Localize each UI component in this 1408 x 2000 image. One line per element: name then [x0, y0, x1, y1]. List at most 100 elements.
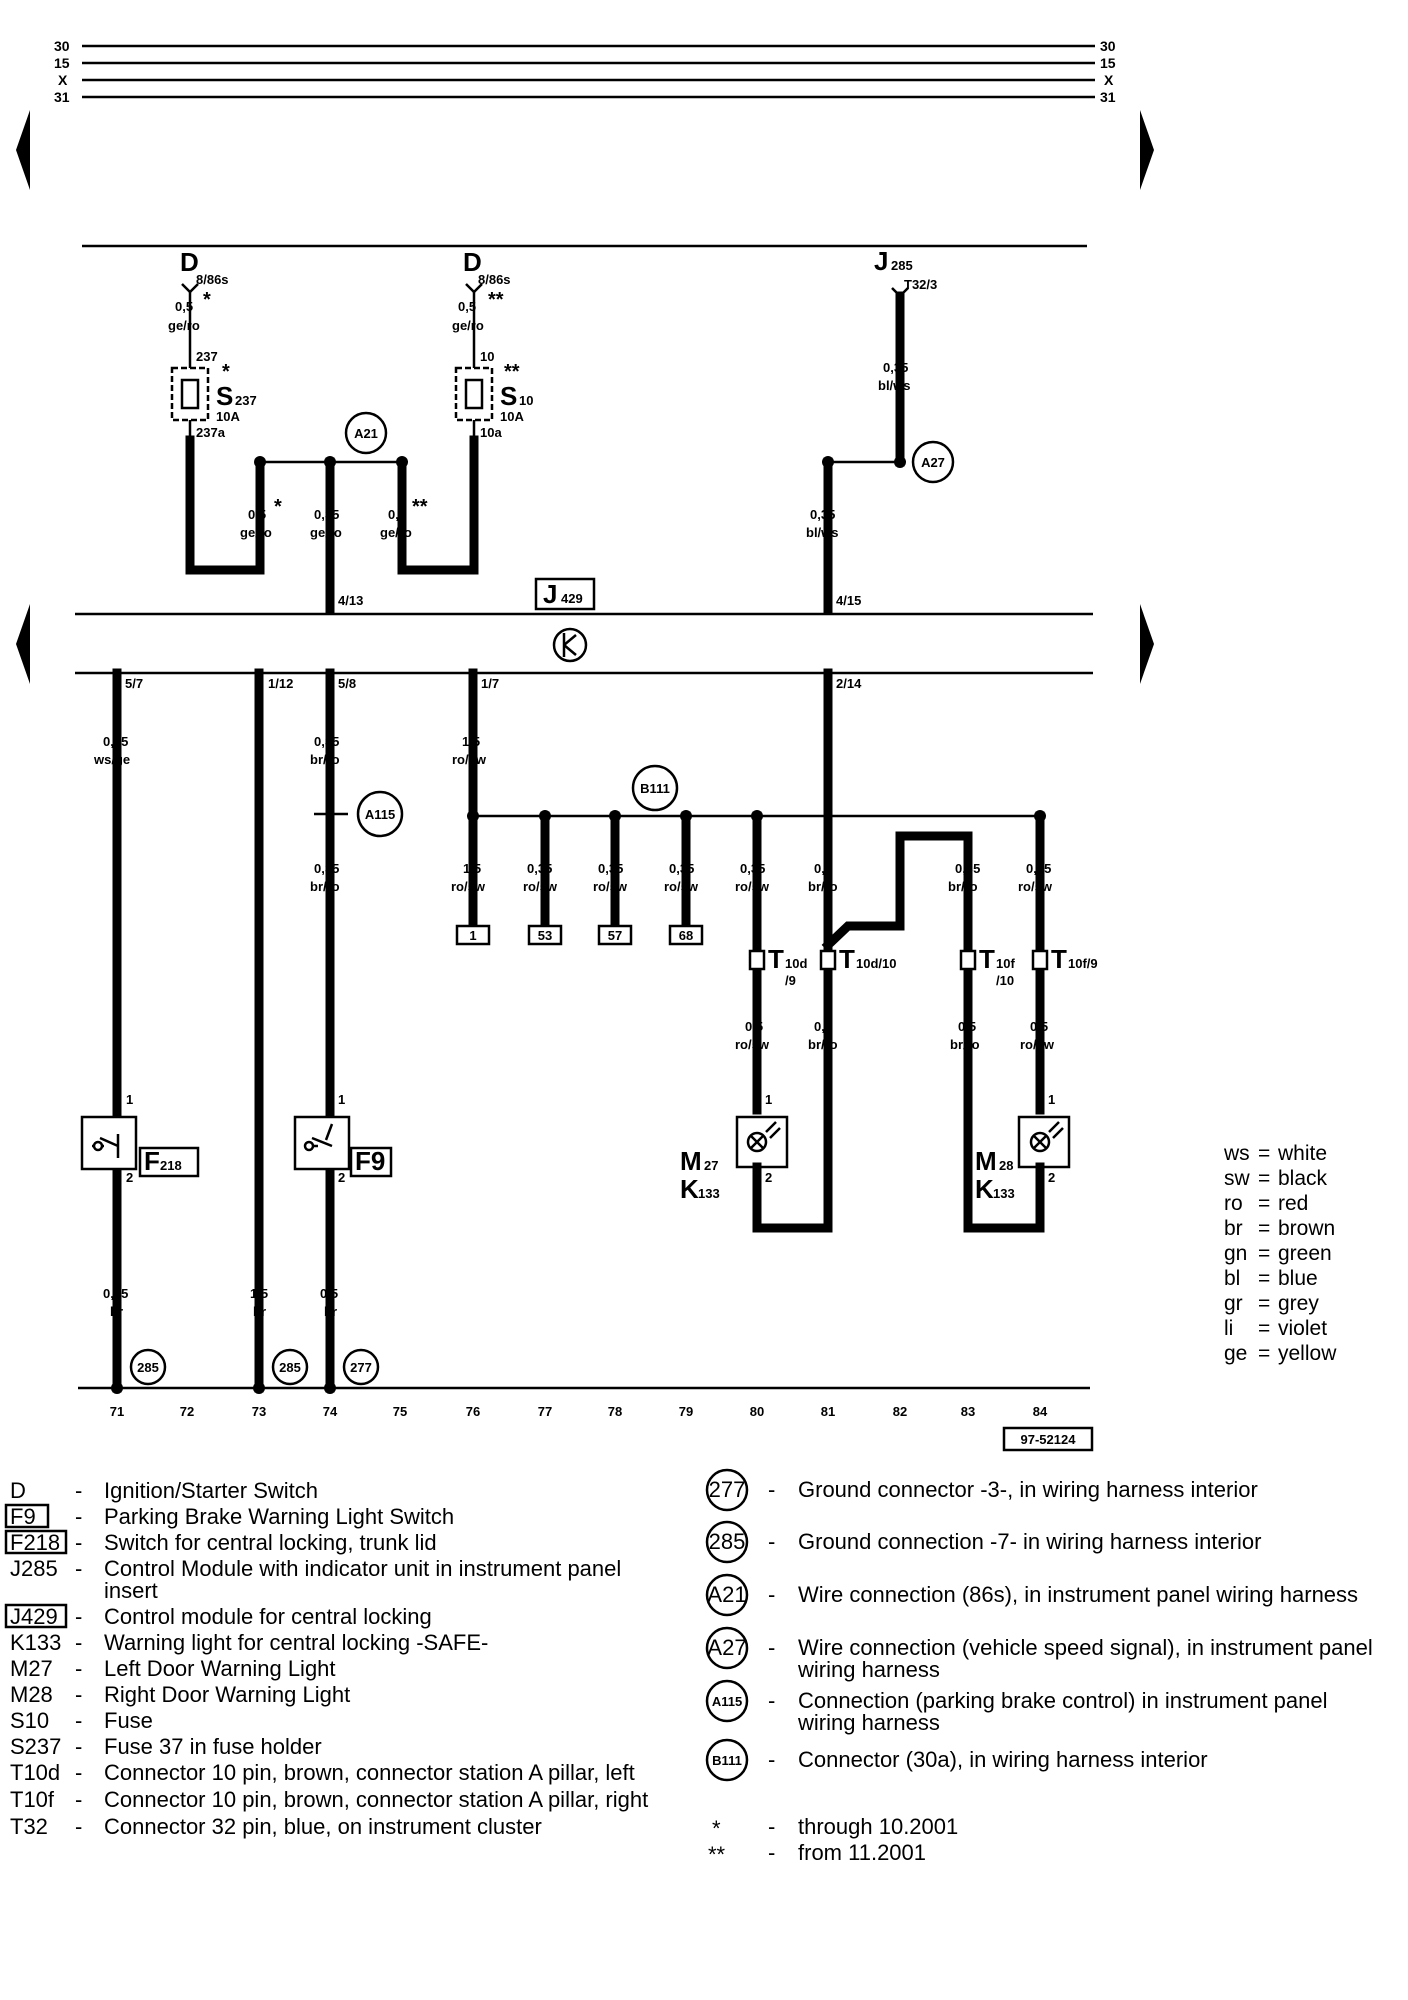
svg-text:S10: S10: [10, 1708, 49, 1733]
junction-dot: [324, 1382, 336, 1394]
ground-285-icon: [705, 1520, 749, 1564]
svg-text:0,5: 0,5: [248, 507, 266, 522]
svg-text:=: =: [1258, 1317, 1270, 1340]
svg-text:53: 53: [538, 928, 552, 943]
svg-text:ro/sw: ro/sw: [593, 879, 628, 894]
svg-text:wiring harness: wiring harness: [797, 1657, 940, 1682]
svg-text:/9: /9: [785, 973, 796, 988]
svg-text:S237: S237: [10, 1734, 61, 1759]
connector-a21-icon: [705, 1573, 749, 1617]
ref-box-68[interactable]: 68: [668, 924, 704, 946]
track-number: 77: [538, 1404, 552, 1419]
ground-277-icon: [705, 1468, 749, 1512]
svg-text:br: br: [324, 1304, 337, 1319]
fuse-s10: 10 ** S 10 10A 10a: [454, 349, 533, 440]
track-number: 78: [608, 1404, 622, 1419]
svg-text:T10d: T10d: [10, 1760, 60, 1785]
svg-text:-: -: [768, 1747, 775, 1772]
svg-text:10d: 10d: [785, 956, 807, 971]
track-number: 76: [466, 1404, 480, 1419]
svg-text:*: *: [203, 289, 211, 311]
wire-m28-return: [963, 1105, 1045, 1233]
svg-text:F218: F218: [10, 1530, 60, 1555]
terminal-label-left: X: [58, 72, 68, 88]
svg-text:*: *: [712, 1816, 721, 1841]
junction-dot: [111, 1382, 123, 1394]
svg-text:4/15: 4/15: [836, 593, 861, 608]
svg-text:0,5: 0,5: [458, 299, 476, 314]
svg-text:br: br: [110, 1304, 123, 1319]
svg-text:Connector 32 pin, blue, on ins: Connector 32 pin, blue, on instrument cl…: [104, 1814, 542, 1839]
svg-text:-: -: [75, 1530, 82, 1555]
ground-285-track-73: 285: [271, 1348, 309, 1386]
switch-f218: 1 F 218 2: [80, 1092, 200, 1185]
svg-text:T: T: [839, 944, 855, 974]
control-module-j285: J 285 T32/3: [874, 246, 937, 298]
svg-text:1,5: 1,5: [462, 734, 480, 749]
svg-text:bl/ws: bl/ws: [806, 525, 839, 540]
svg-text:-: -: [75, 1604, 82, 1629]
ref-box-53[interactable]: 53: [527, 924, 563, 946]
svg-text:0,5: 0,5: [814, 1019, 832, 1034]
svg-text:-: -: [75, 1478, 82, 1503]
prev-page-arrow-icon[interactable]: [16, 604, 30, 684]
connector-a115-icon: [705, 1679, 749, 1723]
svg-text:bl: bl: [1224, 1267, 1240, 1290]
junction-dot: [253, 1382, 265, 1394]
svg-text:0,35: 0,35: [883, 360, 908, 375]
svg-text:10a: 10a: [480, 425, 502, 440]
svg-text:4/13: 4/13: [338, 593, 363, 608]
svg-text:Connection (parking brake cont: Connection (parking brake control) in in…: [798, 1688, 1328, 1713]
prev-page-arrow-icon[interactable]: [16, 110, 30, 190]
svg-text:1/7: 1/7: [481, 676, 499, 691]
svg-text:J429: J429: [10, 1604, 58, 1629]
track-number: 73: [252, 1404, 266, 1419]
svg-text:T32: T32: [10, 1814, 48, 1839]
svg-text:A115: A115: [365, 807, 395, 822]
ref-box-1[interactable]: 1: [455, 924, 491, 946]
svg-text:yellow: yellow: [1278, 1342, 1337, 1365]
svg-text:K: K: [680, 1174, 699, 1204]
ignition-switch-d-right: D 8/86s ** 0,5 ge/ro: [452, 247, 511, 333]
svg-text:Control Module with indicator: Control Module with indicator unit in in…: [104, 1556, 621, 1581]
svg-text:Switch for central locking, tr: Switch for central locking, trunk lid: [104, 1530, 437, 1555]
svg-text:10: 10: [480, 349, 494, 364]
fuse-s237-mark: *: [222, 361, 230, 383]
svg-text:0,35: 0,35: [955, 861, 980, 876]
connector-pin-icon: [1031, 949, 1049, 971]
svg-text:10A: 10A: [500, 409, 524, 424]
svg-text:ro/sw: ro/sw: [664, 879, 699, 894]
connector-b111: B111: [631, 764, 679, 812]
svg-text:ro: ro: [1224, 1192, 1243, 1215]
ref-box-57[interactable]: 57: [597, 924, 633, 946]
svg-text:0,35: 0,35: [103, 734, 128, 749]
svg-text:285: 285: [709, 1529, 746, 1554]
svg-text:2: 2: [126, 1170, 133, 1185]
connector-legend: 277 - Ground connector -3-, in wiring ha…: [705, 1468, 1373, 1867]
svg-text:B111: B111: [640, 781, 670, 796]
svg-text:-: -: [75, 1630, 82, 1655]
svg-text:10d/10: 10d/10: [856, 956, 896, 971]
svg-text:-: -: [768, 1814, 775, 1839]
connector-a115: A115: [356, 790, 404, 838]
svg-text:wiring harness: wiring harness: [797, 1710, 940, 1735]
next-page-arrow-icon[interactable]: [1140, 110, 1154, 190]
svg-text:A27: A27: [921, 455, 945, 470]
svg-text:ge/ro: ge/ro: [380, 525, 412, 540]
svg-text:F9: F9: [355, 1146, 385, 1176]
svg-text:-: -: [75, 1556, 82, 1581]
svg-text:0,35: 0,35: [810, 507, 835, 522]
svg-text:D: D: [463, 247, 482, 277]
svg-text:K133: K133: [10, 1630, 61, 1655]
svg-text:277: 277: [709, 1477, 746, 1502]
svg-text:0,5: 0,5: [814, 861, 832, 876]
next-page-arrow-icon[interactable]: [1140, 604, 1154, 684]
svg-text:237a: 237a: [196, 425, 226, 440]
svg-text:Control module for central loc: Control module for central locking: [104, 1604, 432, 1629]
svg-text:=: =: [1258, 1217, 1270, 1240]
svg-text:br/ro: br/ro: [310, 752, 340, 767]
svg-text:133: 133: [993, 1186, 1015, 1201]
svg-text:=: =: [1258, 1192, 1270, 1215]
svg-text:J: J: [543, 579, 557, 609]
